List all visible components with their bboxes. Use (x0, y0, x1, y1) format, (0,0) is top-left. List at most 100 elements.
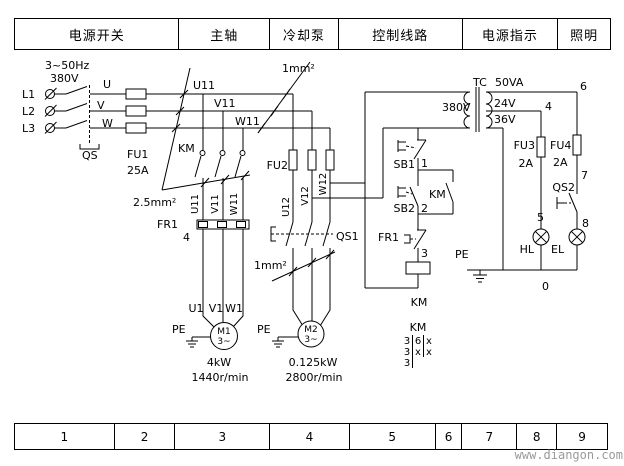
motor-m2-circle (297, 320, 325, 348)
phase-l3: L3 (22, 122, 35, 135)
label-qs1: QS1 (336, 230, 359, 243)
label-qs: QS (82, 149, 98, 162)
label-el: EL (551, 243, 565, 256)
cable-markers (161, 61, 336, 282)
label-pe-control: PE (455, 248, 469, 261)
label-pe-m2: PE (257, 323, 271, 336)
label-fu3: FU3 (514, 139, 535, 152)
phase-l1: L1 (22, 88, 35, 101)
node-5: 5 (537, 211, 544, 224)
column-4: 4 (269, 424, 349, 449)
label-fr1-contact: FR1 (378, 231, 399, 244)
column-2: 2 (113, 424, 175, 449)
fuse-symbols (125, 88, 582, 171)
button-actuators (397, 140, 571, 244)
supply-terminals (44, 87, 57, 134)
motor-m1-name: M1 (217, 327, 231, 337)
wire-u12: U12 (281, 197, 292, 217)
km-coil (405, 261, 431, 275)
terminal-w1: W1 (225, 302, 243, 315)
motor-m2-power: 0.125kW (289, 356, 338, 369)
km-chart-title: KM (410, 321, 427, 334)
km-chart-cell: x (426, 347, 432, 358)
node-6: 6 (580, 80, 587, 93)
supply-frequency: 3~50Hz (45, 59, 89, 72)
watermark: www.diangon.com (514, 448, 623, 462)
zone-control-circuit: 控制线路 (337, 19, 462, 49)
fr1-heater-box (196, 219, 250, 230)
label-24v: 24V (494, 97, 516, 110)
label-fu4: FU4 (550, 139, 571, 152)
zone-spindle: 主轴 (178, 19, 269, 49)
node-8: 8 (582, 217, 589, 230)
wire-u11: U11 (193, 79, 215, 92)
column-6: 6 (434, 424, 462, 449)
wire-w11-vertical: W11 (229, 193, 240, 216)
label-36v: 36V (494, 113, 516, 126)
mark-w: W (102, 117, 113, 130)
label-tc: TC (472, 76, 487, 89)
column-1: 1 (60, 429, 69, 444)
node-1: 1 (421, 157, 428, 170)
motor-m1-phase: 3~ (217, 337, 230, 347)
label-fu3-rating: 2A (518, 157, 533, 170)
node-2: 2 (421, 202, 428, 215)
motor-m2-name: M2 (304, 325, 318, 335)
wire-w12: W12 (318, 173, 329, 196)
motor-m1-circle (210, 322, 238, 350)
phase-l2: L2 (22, 105, 35, 118)
km-chart-lines (412, 335, 424, 368)
column-9: 9 (556, 424, 607, 449)
km-chart-cell: 3 (404, 358, 410, 369)
column-number-table: 1 2 3 4 5 6 7 8 9 (14, 423, 608, 450)
zone-power-indicator: 电源指示 (461, 19, 558, 49)
wire-v12: V12 (300, 186, 311, 206)
label-pe-m1: PE (172, 323, 186, 336)
label-cable-1mm-top: 1mm² (282, 62, 315, 75)
zone-lighting: 照明 (557, 19, 610, 49)
column-5: 5 (348, 424, 435, 449)
km-chart-cell: 3 (404, 347, 410, 358)
label-fr1-main: FR1 (157, 218, 178, 231)
label-sb1: SB1 (393, 158, 415, 171)
motor-m1-speed: 1440r/min (192, 371, 249, 384)
label-fu1: FU1 (127, 148, 148, 161)
lamp-hl-symbol (532, 228, 550, 246)
node-3: 3 (421, 247, 428, 260)
transformer-tc (463, 87, 493, 132)
label-qs2: QS2 (552, 181, 575, 194)
label-tc-rating: 50VA (495, 76, 524, 89)
label-km-main: KM (178, 142, 195, 155)
motor-m2-speed: 2800r/min (286, 371, 343, 384)
terminal-u1: U1 (188, 302, 203, 315)
power-wires (54, 91, 578, 341)
km-main-contacts (199, 150, 246, 156)
wire-v11: V11 (214, 97, 236, 110)
supply-voltage: 380V (50, 72, 79, 85)
motor-m1-power: 4kW (207, 356, 231, 369)
label-km-coil: KM (411, 296, 428, 309)
function-zone-table: 电源开关 主轴 冷却泵 控制线路 电源指示 照明 (14, 18, 611, 50)
wire-v11-vertical: V11 (210, 194, 221, 214)
zone-cooling-pump: 冷却泵 (269, 19, 338, 49)
label-fr1-wireno: 4 (183, 231, 190, 244)
node-4: 4 (545, 100, 552, 113)
column-8: 8 (516, 424, 556, 449)
label-fu4-rating: 2A (553, 156, 568, 169)
wire-u11-vertical: U11 (190, 194, 201, 214)
label-km-aux: KM (429, 188, 446, 201)
label-primary-voltage: 380V (442, 101, 471, 114)
km-chart-cell: x (415, 347, 421, 358)
column-7: 7 (461, 424, 516, 449)
node-0: 0 (542, 280, 549, 293)
label-cable-1mm-m2: 1mm² (254, 259, 287, 272)
motor-m2-phase: 3~ (304, 335, 317, 345)
km-chart-cell: 3 (404, 336, 410, 347)
lamp-el-symbol (568, 228, 586, 246)
qs-bracket (79, 144, 100, 150)
mark-v: V (97, 99, 105, 112)
zone-power-switch: 电源开关 (68, 28, 125, 44)
mark-u: U (103, 78, 111, 91)
